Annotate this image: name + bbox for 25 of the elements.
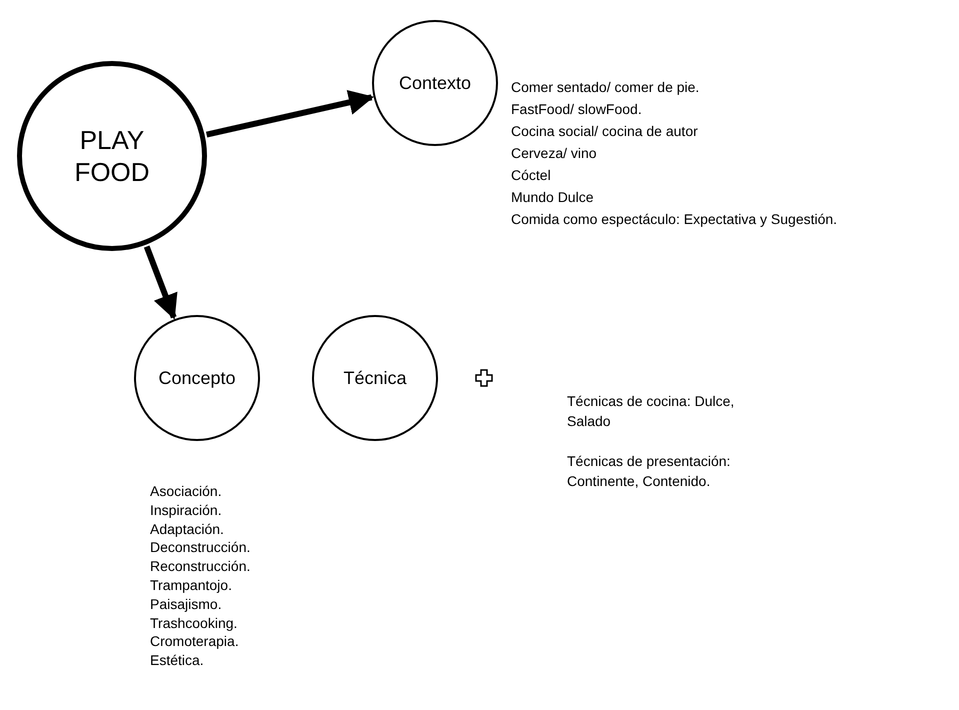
list-item: Adaptación. [150, 520, 225, 538]
arrow [144, 246, 178, 320]
list-item: Trampantojo. [150, 576, 233, 595]
list-item: Comer sentado/ comer de pie. [511, 78, 700, 97]
list-item: Mundo Dulce [511, 188, 594, 207]
list-item: Asociación. [150, 482, 223, 501]
list-item: Paisajismo. [150, 594, 223, 614]
node-label: Técnica [342, 366, 408, 390]
list-item: Técnicas de cocina: Dulce, Salado [567, 392, 736, 431]
list-item: Deconstrucción. [150, 538, 252, 558]
list-item: Inspiración. [150, 500, 223, 520]
node-label: PLAY FOOD [73, 124, 151, 188]
list-item: Reconstrucción. [150, 557, 252, 576]
list-item: Cocina social/ cocina de autor [511, 122, 699, 141]
list-item: Estética. [150, 651, 205, 670]
list-item: Trashcooking. [150, 614, 238, 632]
list-item: Cerveza/ vino [511, 144, 598, 163]
list-item: Cóctel [511, 166, 552, 185]
list-item: Cromoterapia. [150, 632, 240, 652]
list-item: Técnicas de presentación: Continente, Contenido. [567, 452, 732, 491]
list-item: Comida como espectáculo: Expectativa y Sugestión. [511, 210, 838, 229]
node-label: Contexto [398, 72, 472, 94]
arrow [206, 90, 374, 138]
list-item: FastFood/ slowFood. [511, 100, 643, 119]
node-label: Concepto [157, 366, 237, 390]
